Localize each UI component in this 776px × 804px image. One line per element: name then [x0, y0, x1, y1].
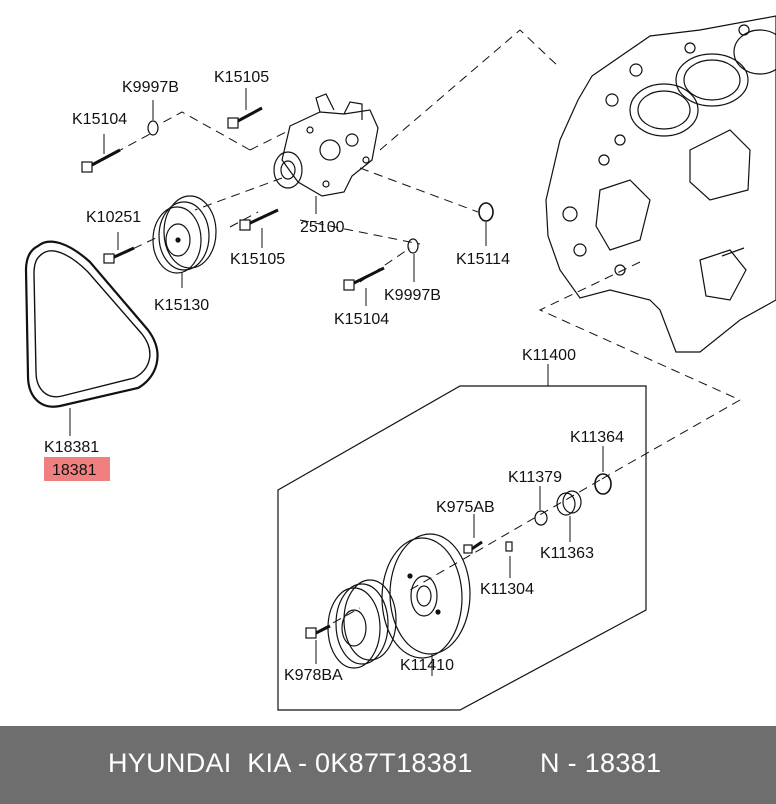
- label-k11364: K11364: [570, 429, 624, 446]
- label-k978ba: K978BA: [284, 667, 343, 684]
- label-k15104-top: K15104: [72, 111, 127, 128]
- dashed-guides: [101, 29, 741, 631]
- label-k975ab: K975AB: [436, 499, 495, 516]
- highlight-box: [44, 457, 110, 481]
- footer-brand-part-number: HYUNDAI KIA - 0K87T18381: [108, 748, 473, 778]
- label-k9997b-top: K9997B: [122, 79, 179, 96]
- footer-bar: [0, 726, 776, 804]
- label-k15130: K15130: [154, 297, 209, 314]
- washer-k9997b-top: [147, 100, 159, 136]
- bolt-k15105-top: [227, 88, 263, 129]
- label-k11400: K11400: [522, 347, 576, 364]
- ring-k11379: [534, 486, 548, 526]
- drive-belt: [24, 240, 159, 436]
- part-labels: K9997B K15105 K15104 K10251 25100 K15105…: [44, 69, 624, 684]
- water-pump-25100: [273, 93, 379, 214]
- label-k15104-bottom: K15104: [334, 311, 389, 328]
- label-k18381: K18381: [44, 439, 99, 456]
- bolt-k978ba: [305, 624, 331, 664]
- oring-k15114: [478, 202, 494, 246]
- label-k9997b-bottom: K9997B: [384, 287, 441, 304]
- label-k11304: K11304: [480, 581, 534, 598]
- bolt-k15104-top: [81, 134, 121, 173]
- label-k11363: K11363: [540, 545, 594, 562]
- label-k10251: K10251: [86, 209, 141, 226]
- damper-pulley-k11410: [381, 533, 471, 676]
- parts-diagram: K9997B K15105 K15104 K10251 25100 K15105…: [24, 15, 776, 711]
- label-k11379: K11379: [508, 469, 562, 486]
- engine-block: [545, 15, 776, 353]
- bolt-k10251: [103, 232, 135, 264]
- seal-k11364: [594, 446, 612, 495]
- label-k15105-top: K15105: [214, 69, 269, 86]
- pulley-k15130: [152, 195, 217, 288]
- label-k15114: K15114: [456, 251, 510, 268]
- label-18381-highlight: 18381: [52, 462, 97, 479]
- key-k11304: [505, 541, 513, 578]
- label-k15105-mid: K15105: [230, 251, 285, 268]
- label-k11410: K11410: [400, 657, 454, 674]
- footer-code: N - 18381: [540, 748, 662, 778]
- bolt-k15105-mid: [239, 208, 279, 248]
- bearing-k11363: [556, 490, 582, 542]
- label-25100: 25100: [300, 219, 345, 236]
- assembly-box-k11400: [277, 385, 647, 711]
- washer-k9997b-bottom: [407, 238, 419, 282]
- bolt-k15104-bottom: [343, 266, 385, 306]
- bolt-k975ab: [463, 514, 483, 554]
